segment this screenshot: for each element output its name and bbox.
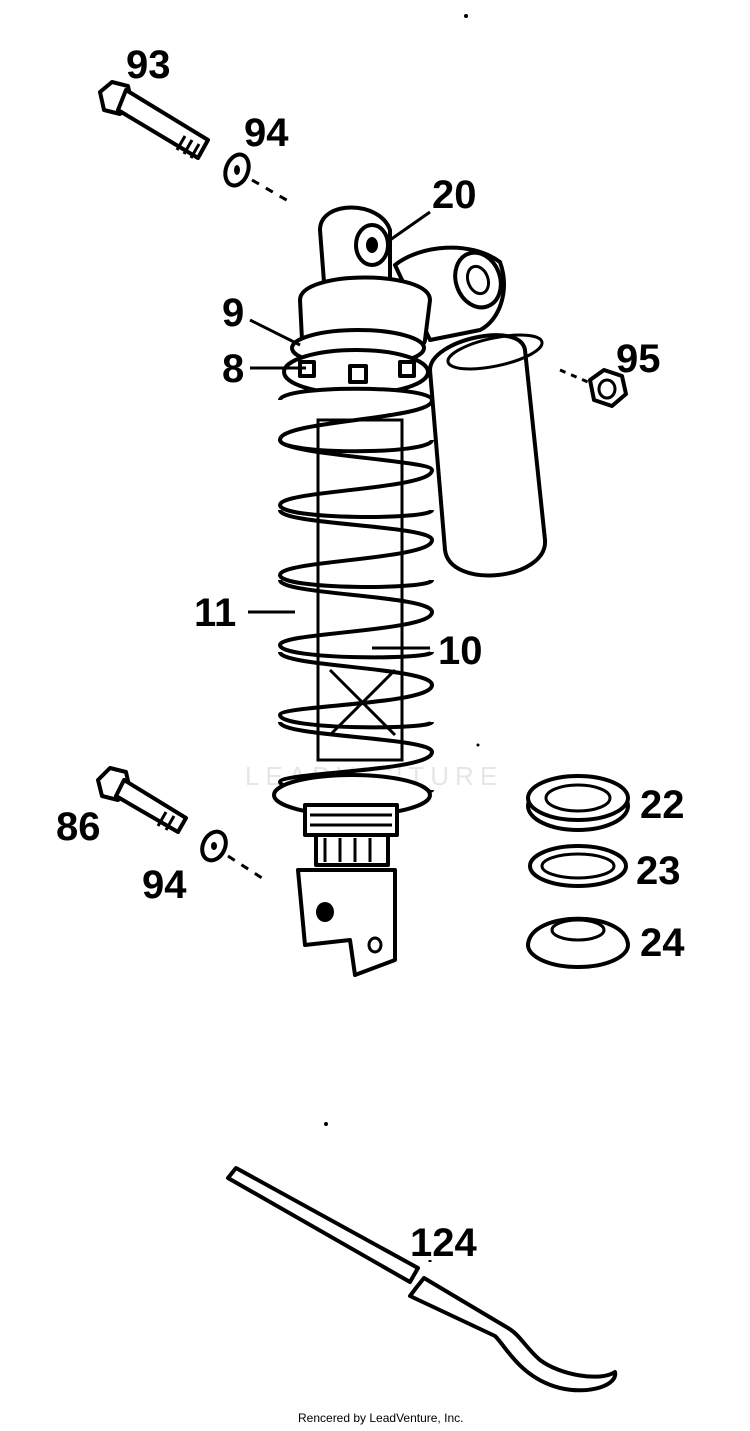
callout-23: 23 <box>636 849 681 893</box>
bolt-93[interactable] <box>98 80 210 160</box>
bolt-86[interactable] <box>96 766 188 834</box>
callout-24: 24 <box>640 921 685 965</box>
footer-credit: Rencered by LeadVenture, Inc. <box>298 1411 463 1425</box>
leader-line-95 <box>559 368 589 384</box>
washer-94-bottom[interactable] <box>198 828 231 864</box>
lower-clevis <box>296 868 397 977</box>
callout-22: 22 <box>640 783 685 827</box>
callout-94-top: 94 <box>244 111 289 155</box>
callout-94-bottom: 94 <box>142 863 187 907</box>
spanner-wrench-124[interactable] <box>226 1166 618 1393</box>
nut-95[interactable] <box>588 368 628 408</box>
callout-11: 11 <box>194 591 236 635</box>
washer-94-top[interactable] <box>221 151 253 189</box>
callout-93: 93 <box>126 43 171 87</box>
callout-86: 86 <box>56 805 101 849</box>
shim-23[interactable] <box>528 844 628 888</box>
coil-spring <box>278 386 434 796</box>
callout-95: 95 <box>616 337 661 381</box>
leader-line-94-bottom <box>227 854 266 882</box>
leader-line-9 <box>249 318 301 347</box>
shock-absorber[interactable] <box>272 205 548 977</box>
spring-seat-24[interactable] <box>526 916 630 969</box>
reservoir-canister <box>428 333 548 578</box>
callout-9: 9 <box>222 291 244 335</box>
stray-dot <box>464 14 468 18</box>
callout-20: 20 <box>432 173 477 217</box>
callout-10: 10 <box>438 629 483 673</box>
leader-line-94-top <box>251 178 291 204</box>
callout-124: 124 <box>410 1221 477 1265</box>
spring-seat-22[interactable] <box>526 774 630 832</box>
stray-dot <box>476 743 480 747</box>
stray-dot <box>324 1122 328 1126</box>
leader-line-20 <box>389 210 431 242</box>
callout-8: 8 <box>222 347 244 391</box>
